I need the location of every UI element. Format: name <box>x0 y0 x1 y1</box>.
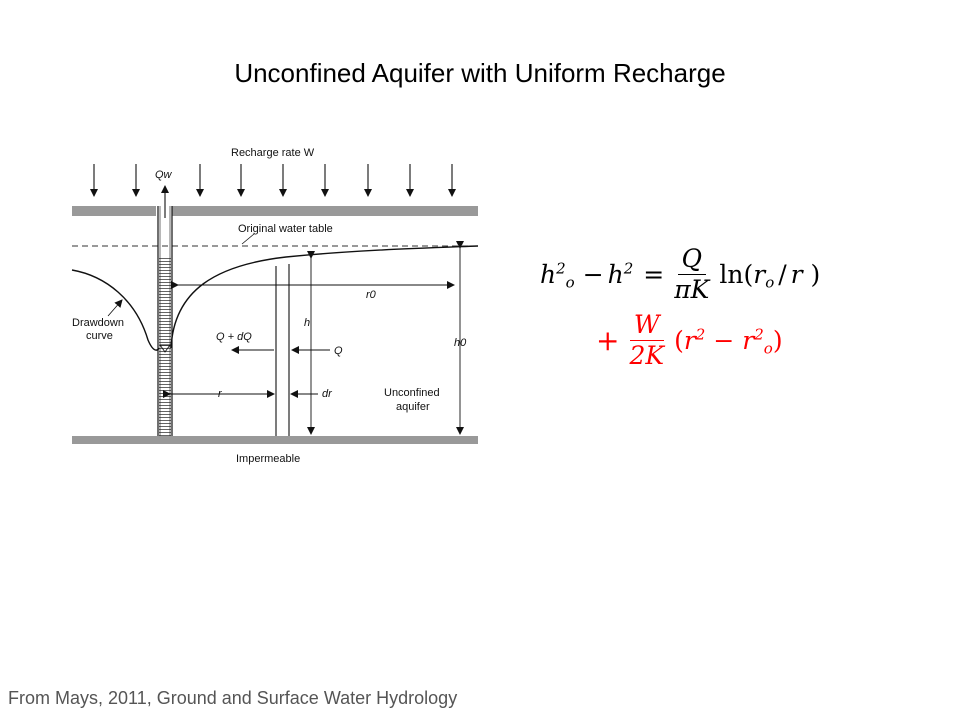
term-h-squared: h2 <box>607 259 634 290</box>
source-caption: From Mays, 2011, Ground and Surface Wate… <box>8 688 458 708</box>
term-r-squared: r2 <box>683 325 706 356</box>
ln-function: ln <box>719 260 744 290</box>
paren-close: ) <box>802 260 821 290</box>
recharge-rate-label: Recharge rate W <box>231 147 315 159</box>
drawdown-label-line2: curve <box>86 330 113 342</box>
paren-open-2: ( <box>674 326 684 356</box>
slide-title: Unconfined Aquifer with Uniform Recharge <box>234 58 726 88</box>
r-label: r <box>218 388 223 400</box>
ground-surface-left <box>72 206 156 216</box>
minus-sign: − <box>582 260 604 290</box>
equation-line-2: + W 2K ( r2 − r2o ) <box>596 310 783 371</box>
drawdown-pointer <box>107 299 123 317</box>
paren-close-2: ) <box>772 326 783 356</box>
impermeable-label: Impermeable <box>236 453 300 465</box>
q-plus-dq-label: Q + dQ <box>216 331 252 343</box>
equation-line-1: h2o − h2 = Q πK ln ( ro / r ) <box>540 244 821 305</box>
aquifer-label-line2: aquifer <box>396 401 430 413</box>
r0-label: r0 <box>366 289 377 301</box>
term-r0-squared: r2o <box>742 325 773 358</box>
term-r0: ro <box>753 260 775 292</box>
plus-sign: + <box>596 324 620 358</box>
drawdown-curve-left <box>71 269 160 351</box>
aquifer-diagram: Recharge rate W Qw Original water table <box>71 147 479 465</box>
water-level-in-well-icon <box>159 344 171 353</box>
original-water-table-pointer <box>241 233 255 245</box>
term-r: r <box>790 260 803 290</box>
drawdown-curve-right <box>170 245 479 349</box>
recharge-arrows <box>90 164 456 197</box>
impermeable-base <box>72 436 478 444</box>
well-discharge-label: Qw <box>155 169 173 181</box>
minus-sign-2: − <box>713 326 735 356</box>
well <box>157 206 173 436</box>
fraction-q-over-pik: Q πK <box>674 244 710 305</box>
dr-label: dr <box>322 388 333 400</box>
h0-label: h0 <box>454 337 467 349</box>
fraction-w-over-2k: W 2K <box>629 310 665 371</box>
aquifer-label-line1: Unconfined <box>384 387 440 399</box>
slash: / <box>778 260 787 290</box>
term-h0-squared: h2o <box>540 259 575 292</box>
paren-open: ( <box>743 260 754 290</box>
original-water-table-label: Original water table <box>238 223 333 235</box>
drawdown-label-line1: Drawdown <box>72 317 124 329</box>
h-label: h <box>304 317 310 329</box>
ground-surface-right <box>172 206 478 216</box>
equals-sign: = <box>643 260 665 290</box>
q-label: Q <box>334 345 343 357</box>
